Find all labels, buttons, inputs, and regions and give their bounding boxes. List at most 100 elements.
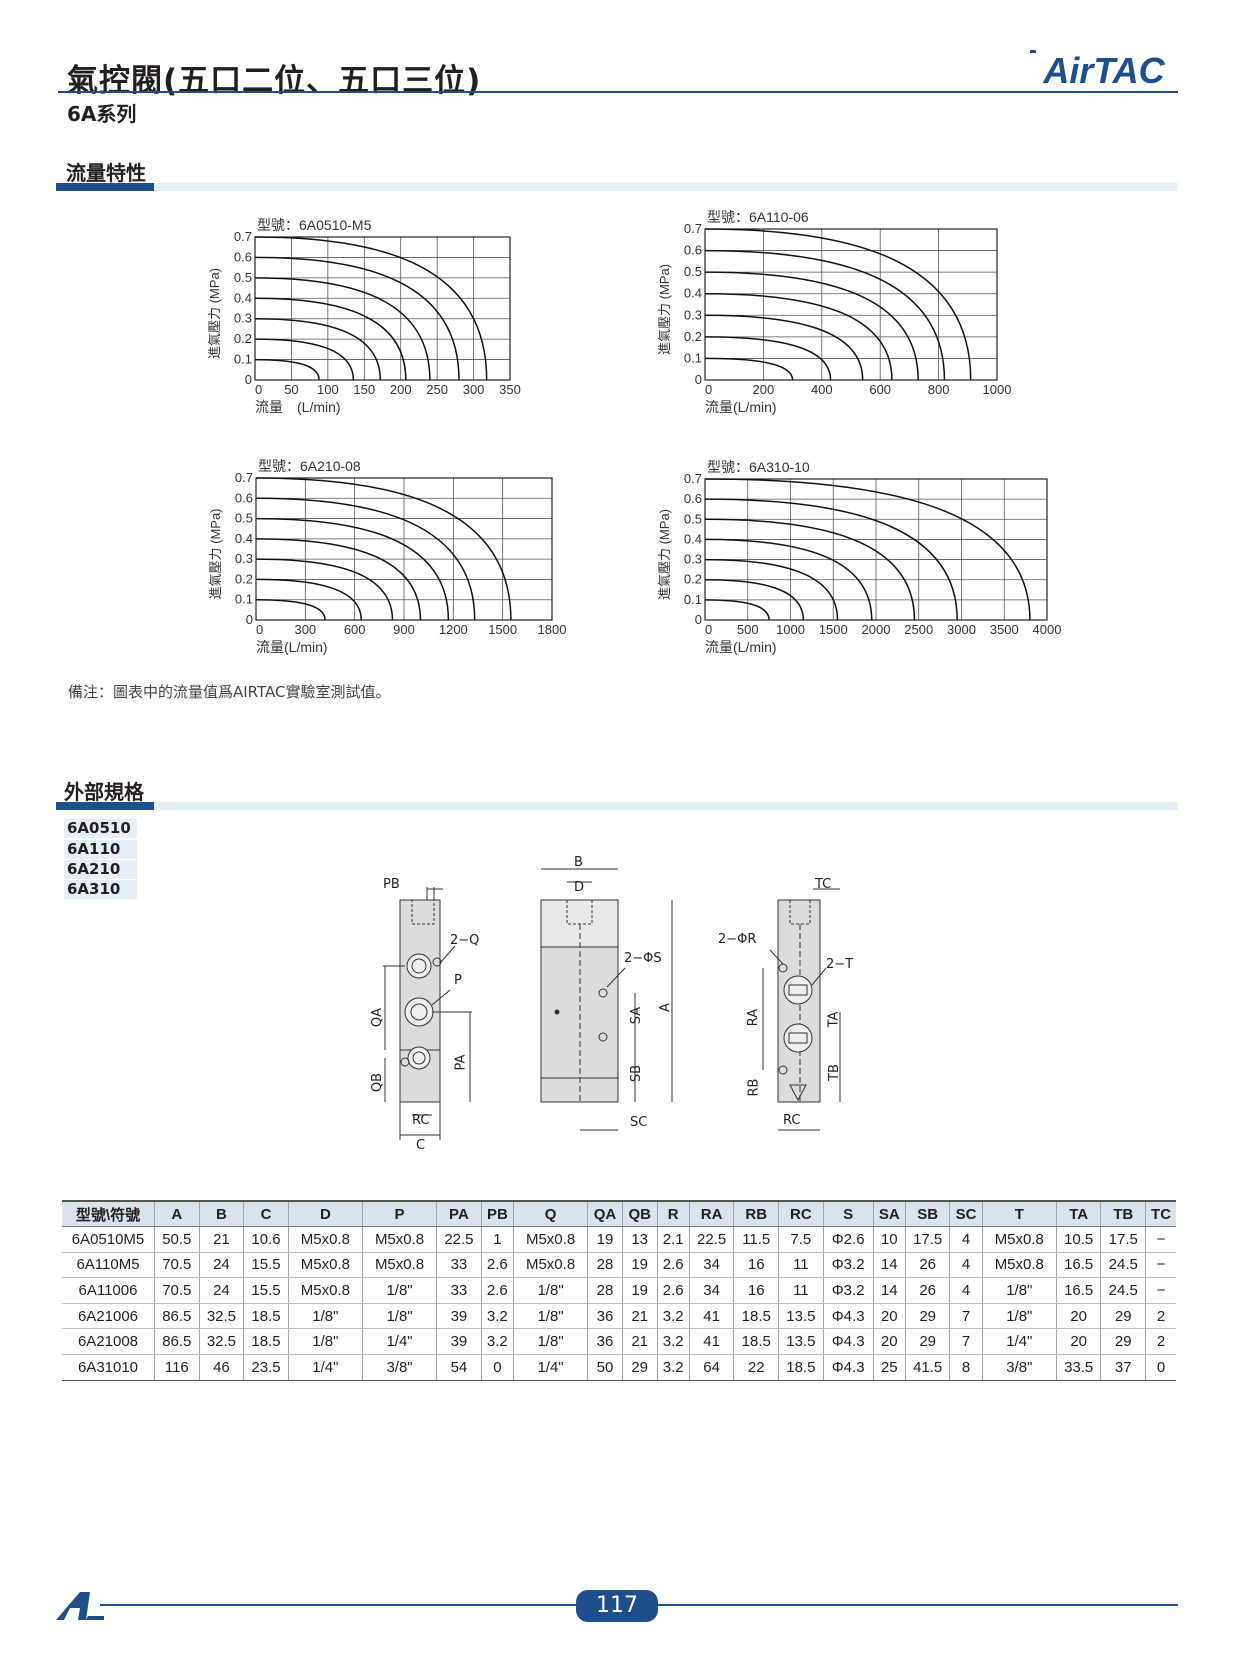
label-a: A bbox=[657, 1003, 673, 1012]
flow-curve bbox=[255, 477, 512, 621]
column-header: QB bbox=[621, 1200, 658, 1227]
y-tick-label: 0.7 bbox=[684, 471, 702, 486]
table-cell: 0 bbox=[1145, 1354, 1176, 1381]
label-sa: SA bbox=[629, 1006, 645, 1025]
table-cell: 16.5 bbox=[1055, 1277, 1101, 1304]
table-cell: 1/4" bbox=[512, 1354, 588, 1381]
series-subtitle: 6A系列 bbox=[67, 102, 137, 126]
table-cell: 116 bbox=[154, 1354, 200, 1381]
table-cell: 6A21006 bbox=[62, 1303, 155, 1330]
table-cell: 33 bbox=[436, 1252, 482, 1279]
chart-title: 型號：6A110-06 bbox=[707, 209, 809, 225]
table-cell: 6A0510M5 bbox=[62, 1226, 155, 1253]
table-cell: M5x0.8 bbox=[287, 1252, 363, 1279]
table-cell: 34 bbox=[688, 1252, 734, 1279]
table-cell: 28 bbox=[587, 1252, 623, 1279]
table-cell: 10.5 bbox=[1055, 1226, 1101, 1253]
x-tick-label: 500 bbox=[737, 622, 759, 637]
label-tb: TB bbox=[826, 1064, 842, 1081]
table-cell: M5x0.8 bbox=[361, 1226, 437, 1253]
svg-text:AirTAC: AirTAC bbox=[1042, 50, 1165, 90]
x-tick-label: 200 bbox=[390, 382, 412, 397]
table-cell: 3.2 bbox=[656, 1328, 690, 1355]
table-cell: 1/8" bbox=[512, 1277, 588, 1304]
column-header: B bbox=[198, 1200, 244, 1227]
column-header: SC bbox=[949, 1200, 983, 1227]
table-cell: 10 bbox=[872, 1226, 906, 1253]
y-axis-label: 進氣壓力 (MPa) bbox=[657, 509, 672, 600]
table-cell: 33.5 bbox=[1055, 1354, 1101, 1381]
table-cell: 41 bbox=[688, 1328, 734, 1355]
label-sc: SC bbox=[630, 1115, 648, 1130]
table-cell: 70.5 bbox=[154, 1252, 200, 1279]
column-header: RB bbox=[733, 1200, 779, 1227]
x-tick-label: 400 bbox=[811, 382, 833, 397]
table-cell: 28 bbox=[587, 1277, 623, 1304]
flow-curve bbox=[255, 598, 326, 621]
flow-curve bbox=[255, 497, 476, 621]
flow-curve bbox=[255, 517, 450, 621]
model-tag: 6A0510 bbox=[64, 819, 137, 838]
table-cell: 10.6 bbox=[243, 1226, 289, 1253]
label-q: 2−Q bbox=[450, 933, 480, 948]
table-cell: 3/8" bbox=[361, 1354, 437, 1381]
flow-curve bbox=[704, 292, 893, 381]
y-tick-label: 0.5 bbox=[235, 511, 253, 526]
table-cell: 22 bbox=[733, 1354, 779, 1381]
table-cell: 17.5 bbox=[1100, 1226, 1146, 1253]
table-cell: 2.6 bbox=[656, 1252, 690, 1279]
table-cell: Φ3.2 bbox=[822, 1252, 874, 1279]
column-header: TC bbox=[1145, 1200, 1176, 1227]
airtac-logo: AirTAC bbox=[1030, 50, 1166, 90]
flow-curve bbox=[704, 558, 839, 621]
table-cell: 3.2 bbox=[656, 1303, 690, 1330]
table-cell: M5x0.8 bbox=[361, 1252, 437, 1279]
x-axis-label: 流量 (L/min) bbox=[255, 399, 341, 415]
x-tick-label: 3500 bbox=[990, 622, 1019, 637]
label-ta: TA bbox=[826, 1011, 842, 1028]
flow-curve bbox=[704, 538, 873, 621]
y-tick-label: 0.7 bbox=[234, 229, 252, 244]
flow-curve bbox=[704, 599, 770, 621]
column-header: C bbox=[243, 1200, 289, 1227]
column-header: R bbox=[656, 1200, 690, 1227]
flow-curve bbox=[254, 277, 431, 381]
table-cell: 1/8" bbox=[287, 1328, 363, 1355]
column-header: TB bbox=[1100, 1200, 1146, 1227]
column-header: RC bbox=[778, 1200, 824, 1227]
table-cell: 1/8" bbox=[287, 1303, 363, 1330]
model-tag: 6A110 bbox=[64, 840, 137, 859]
x-tick-label: 3000 bbox=[947, 622, 976, 637]
y-tick-label: 0.4 bbox=[684, 531, 702, 546]
table-cell: M5x0.8 bbox=[981, 1252, 1057, 1279]
column-header: D bbox=[287, 1200, 363, 1227]
table-cell: 29 bbox=[621, 1354, 658, 1381]
column-header: RA bbox=[688, 1200, 734, 1227]
plot-frame bbox=[255, 477, 553, 621]
table-cell: 16.5 bbox=[1055, 1252, 1101, 1279]
table-cell: 2.6 bbox=[480, 1277, 514, 1304]
y-tick-label: 0.7 bbox=[684, 221, 702, 236]
flow-curve bbox=[704, 357, 794, 381]
y-tick-label: 0 bbox=[695, 372, 702, 387]
flow-curve bbox=[254, 297, 407, 381]
label-qb: QB bbox=[370, 1072, 386, 1093]
table-cell: Φ2.6 bbox=[822, 1226, 874, 1253]
label-sb: SB bbox=[629, 1064, 645, 1083]
y-tick-label: 0.4 bbox=[684, 286, 702, 301]
y-tick-label: 0 bbox=[246, 612, 253, 627]
flow-curve bbox=[704, 578, 805, 621]
table-cell: 11.5 bbox=[733, 1226, 779, 1253]
flow-curve bbox=[255, 578, 362, 621]
x-tick-label: 800 bbox=[928, 382, 950, 397]
x-tick-label: 50 bbox=[284, 382, 298, 397]
table-cell: 3.2 bbox=[656, 1354, 690, 1381]
table-cell: 33 bbox=[436, 1277, 482, 1304]
label-p: P bbox=[454, 973, 462, 988]
y-tick-label: 0.1 bbox=[684, 350, 702, 365]
label-s: 2−ΦS bbox=[624, 951, 662, 966]
table-cell: 37 bbox=[1100, 1354, 1146, 1381]
